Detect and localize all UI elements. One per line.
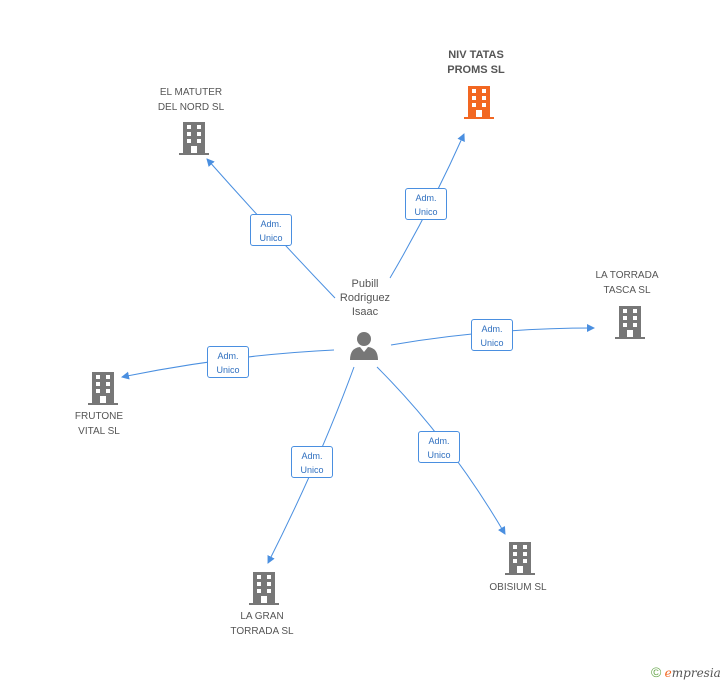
company-label-niv-tatas: NIV TATAS PROMS SL	[447, 49, 505, 76]
building-icon-niv-tatas[interactable]	[464, 86, 494, 124]
relation-badge-la-torrada-tasca[interactable]: Adm. Unico	[471, 319, 513, 351]
relation-badge-la-gran-torrada[interactable]: Adm. Unico	[291, 446, 333, 478]
building-icon-obisium[interactable]	[505, 542, 535, 580]
relation-role: Adm.	[428, 436, 450, 446]
building-icon-la-torrada-tasca[interactable]	[615, 306, 645, 344]
company-label-el-matuter: EL MATUTER DEL NORD SL	[157, 87, 225, 113]
empresia-credit[interactable]: © empresia	[651, 664, 721, 680]
building-icon-la-gran-torrada[interactable]	[249, 572, 279, 610]
relation-type: Unico	[216, 365, 240, 375]
relation-type: Unico	[259, 233, 283, 243]
relation-badge-el-matuter[interactable]: Adm. Unico	[250, 214, 292, 246]
company-label-la-gran-torrada: LA GRAN TORRADA SL	[230, 611, 294, 637]
copyright-symbol: ©	[651, 664, 662, 680]
building-icon-el-matuter[interactable]	[179, 122, 209, 160]
relation-type: Unico	[300, 465, 324, 475]
person-icon[interactable]	[348, 331, 380, 366]
relation-badge-frutone[interactable]: Adm. Unico	[207, 346, 249, 378]
company-label-obisium: OBISIUM SL	[489, 582, 547, 593]
company-label-la-torrada-tasca: LA TORRADA TASCA SL	[595, 270, 659, 296]
relation-role: Adm.	[301, 451, 323, 461]
building-icon-frutone[interactable]	[88, 372, 118, 410]
relation-role: Adm.	[260, 219, 282, 229]
relation-role: Adm.	[217, 351, 239, 361]
person-name: Pubill Rodriguez Isaac	[339, 278, 391, 318]
relation-type: Unico	[480, 338, 504, 348]
empresia-logo: empresia	[664, 666, 721, 680]
company-label-frutone: FRUTONE VITAL SL	[74, 411, 124, 437]
relation-badge-niv-tatas[interactable]: Adm. Unico	[405, 188, 447, 220]
relation-type: Unico	[427, 450, 451, 460]
relation-badge-obisium[interactable]: Adm. Unico	[418, 431, 460, 463]
relation-role: Adm.	[415, 193, 437, 203]
relation-type: Unico	[414, 207, 438, 217]
relation-role: Adm.	[481, 324, 503, 334]
